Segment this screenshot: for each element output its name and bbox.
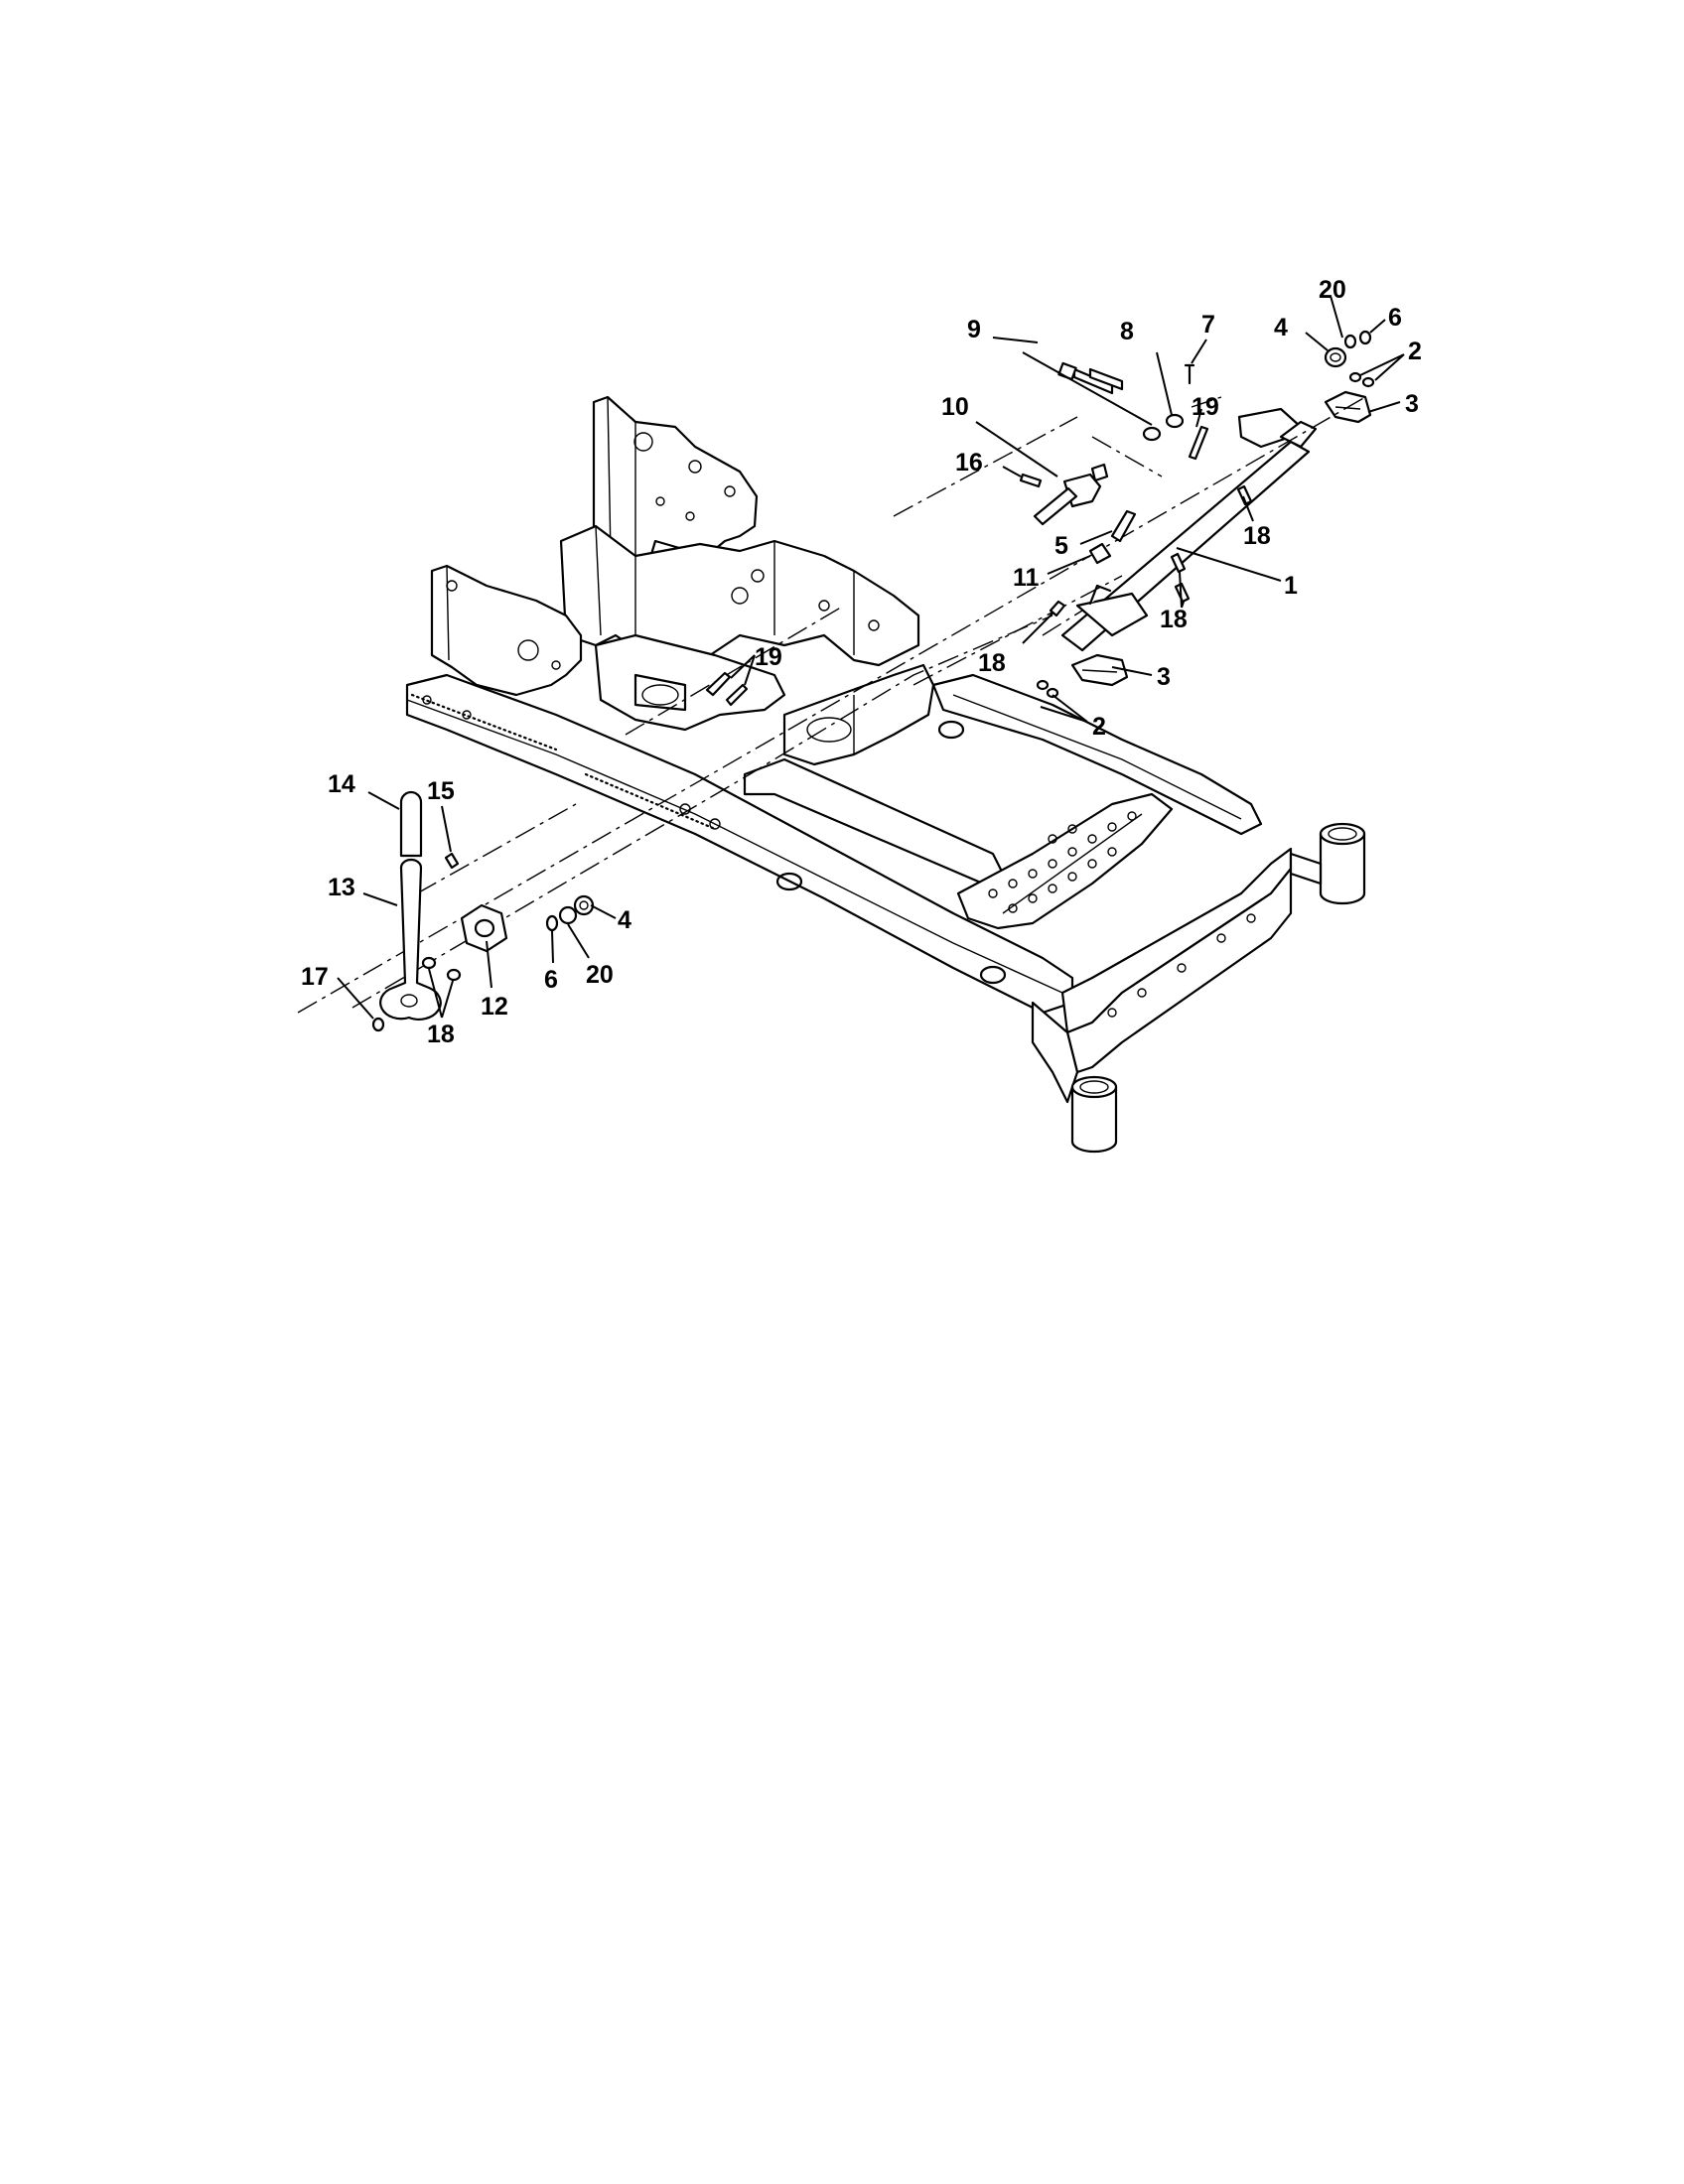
callout-3: 3 [1157, 663, 1171, 691]
flange-bearing-12 [460, 903, 508, 953]
pin-16 [1019, 473, 1043, 488]
nut-8 [1142, 413, 1185, 442]
spring-pins-19-lower [705, 671, 749, 707]
callout-14: 14 [328, 770, 355, 798]
grip-14 [399, 790, 423, 858]
callout-4: 4 [1274, 314, 1288, 341]
callout-2: 2 [1092, 713, 1106, 741]
callout-18: 18 [978, 649, 1006, 677]
callout-20: 20 [1319, 276, 1346, 304]
pivot-bracket-lower [1070, 653, 1129, 687]
spring-pin-19-upper [1188, 425, 1209, 461]
callout-6: 6 [544, 966, 558, 994]
callout-15: 15 [427, 777, 455, 805]
pin-7 [1184, 363, 1195, 385]
callout-19: 19 [755, 643, 782, 671]
callout-13: 13 [328, 874, 355, 901]
caster-tube-right [1289, 822, 1366, 905]
nuts-18-lower [421, 956, 462, 982]
bolts-2-lower [1036, 679, 1059, 699]
callout-17: 17 [301, 963, 329, 991]
caster-tube-left [1070, 1075, 1118, 1154]
washers-upper [1324, 330, 1372, 368]
callout-10: 10 [941, 393, 969, 421]
callout-19: 19 [1192, 393, 1219, 421]
callout-8: 8 [1120, 318, 1134, 345]
callout-labels: 1 2 2 3 3 4 4 5 6 6 7 8 9 10 11 12 13 14… [301, 276, 1422, 1048]
bolt-9b [1088, 367, 1124, 391]
callout-11: 11 [1013, 564, 1040, 592]
lever-13 [379, 858, 442, 1021]
callout-5: 5 [1054, 532, 1068, 560]
ring-17 [371, 1017, 385, 1032]
callout-18: 18 [427, 1021, 455, 1048]
callout-18: 18 [1243, 522, 1271, 550]
pivot-axle [1060, 407, 1318, 652]
bushing-5 [1110, 509, 1137, 543]
callout-20: 20 [586, 961, 614, 989]
callout-9: 9 [967, 316, 981, 343]
bolt-18-mid [1049, 600, 1066, 617]
footrest-holes [988, 811, 1137, 913]
callout-2: 2 [1408, 338, 1422, 365]
bushing-11 [1088, 542, 1112, 565]
washers-lower [545, 894, 595, 932]
callout-12: 12 [481, 993, 508, 1021]
main-frame [405, 395, 1366, 1154]
callout-18: 18 [1160, 606, 1188, 633]
callout-16: 16 [955, 449, 983, 477]
callout-7: 7 [1201, 311, 1215, 339]
bolts-2-upper [1348, 371, 1375, 388]
callout-6: 6 [1388, 304, 1402, 332]
pivot-arm-10 [1033, 463, 1109, 526]
callout-3: 3 [1405, 390, 1419, 418]
callout-1: 1 [1284, 572, 1298, 600]
leader-lines [337, 295, 1405, 1020]
bolt-15 [444, 852, 460, 870]
callout-4: 4 [618, 906, 632, 934]
